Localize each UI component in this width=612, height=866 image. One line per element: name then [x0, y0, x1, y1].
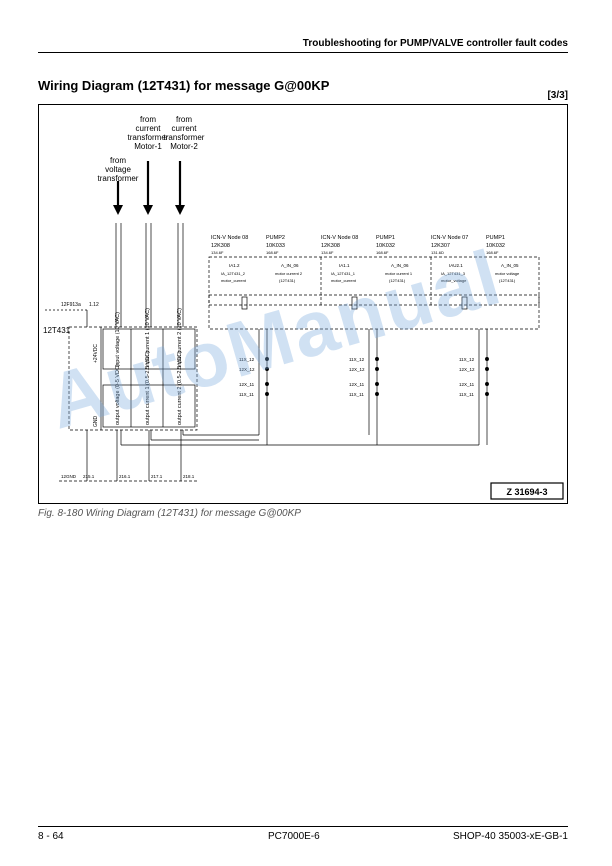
arrow-current1-icon — [143, 205, 153, 215]
node-signal: IA_12T431_2 — [221, 271, 246, 276]
node-signal: A_IN_06 — [281, 263, 299, 268]
pin-ref2: 1.12 — [89, 302, 99, 308]
node-signal: IA1.1 — [339, 263, 350, 268]
node-signal: IA1.2 — [229, 263, 240, 268]
node-label: PUMP2 — [266, 235, 285, 241]
terminal-label: 11X_12 — [459, 357, 475, 362]
resistor-icon — [241, 296, 248, 310]
module-label: 12T431 — [43, 326, 71, 335]
terminal-ref: 216.1 — [119, 474, 131, 479]
input-label: input current 2 (10 VAC) — [177, 308, 183, 367]
output-label: output current 2 (0.5-2.5 VDC) — [177, 351, 183, 425]
source-current2-text: Motor-2 — [170, 142, 198, 151]
drawing-id: Z 31694-3 — [506, 487, 547, 497]
pin-ref: 12F913a — [61, 302, 81, 308]
terminal-label: 12X_12 — [459, 367, 475, 372]
module-gnd-label: GND — [93, 416, 99, 428]
node-label: 10K033 — [266, 243, 285, 249]
node-label: 134.6F — [321, 250, 334, 255]
node-signal: motor voltage — [495, 271, 520, 276]
node-label: PUMP1 — [376, 235, 395, 241]
terminal-label: 12X_12 — [239, 367, 255, 372]
node-signal: (12T431) — [279, 278, 296, 283]
node-signal: motor_current — [221, 278, 247, 283]
terminal-label: 12X_11 — [349, 382, 365, 387]
input-label: input current 1 (10 VAC) — [145, 308, 151, 367]
node-signal: IAU2.1 — [449, 263, 463, 268]
terminal-ref: 218.1 — [183, 474, 195, 479]
source-current1-text: current — [136, 124, 162, 133]
node-label: 12K308 — [211, 243, 230, 249]
output-label: output current 1 (0.5-2.5 VDC) — [145, 351, 151, 425]
terminal-label: 11X_12 — [239, 357, 255, 362]
wiring-diagram: from voltage transformer from current tr… — [43, 115, 564, 500]
node-signal: A_IN_06 — [391, 263, 409, 268]
node-label: ICN-V Node 08 — [211, 235, 248, 241]
footer-rule — [38, 826, 568, 827]
node-label: 131.6D — [431, 250, 444, 255]
terminal-label: 11X_11 — [349, 392, 364, 397]
node-label: 168.6F — [486, 250, 499, 255]
terminal-label: 12X_12 — [349, 367, 365, 372]
node-signal: A_IN_05 — [501, 263, 519, 268]
node-signal: IA_12T431_3 — [441, 271, 466, 276]
footer-page-number: 8 - 64 — [38, 831, 64, 842]
figure-caption: Fig. 8-180 Wiring Diagram (12T431) for m… — [38, 508, 301, 519]
node-signal: motor_current — [331, 278, 357, 283]
node-label: 168.6F — [376, 250, 389, 255]
node-signal: (12T431) — [499, 278, 516, 283]
node-label: ICN-V Node 08 — [321, 235, 358, 241]
arrow-voltage-icon — [113, 205, 123, 215]
gnd-label: 12GND — [61, 474, 77, 479]
node-label: 10K032 — [486, 243, 505, 249]
node-signal: (12T431) — [389, 278, 406, 283]
footer-model: PC7000E-6 — [268, 831, 320, 842]
terminal-label: 12X_11 — [459, 382, 475, 387]
terminal-label: 11X_11 — [459, 392, 474, 397]
source-voltage-text: transformer — [98, 174, 139, 183]
source-current1-text: transformer — [128, 133, 169, 142]
terminal-label: 12X_11 — [239, 382, 255, 387]
source-current2-text: from — [176, 115, 192, 124]
running-header: Troubleshooting for PUMP/VALVE controlle… — [302, 38, 568, 49]
source-current1-text: from — [140, 115, 156, 124]
resistor-icon — [351, 296, 358, 310]
node-label: ICN-V Node 07 — [431, 235, 468, 241]
module-supply-label: +24VDC — [93, 344, 99, 363]
node-label: 12K307 — [431, 243, 450, 249]
source-current1-text: Motor-1 — [134, 142, 162, 151]
node-signal: IA_12T431_1 — [331, 271, 356, 276]
input-label: input voltage (10 VAC) — [115, 312, 121, 367]
source-voltage-text: from — [110, 156, 126, 165]
node-label: 12K308 — [321, 243, 340, 249]
source-current2-text: transformer — [164, 133, 205, 142]
terminal-ref: 217.1 — [151, 474, 163, 479]
node-signal: motor_voltage — [441, 278, 467, 283]
node-label: PUMP1 — [486, 235, 505, 241]
node-label: 10K032 — [376, 243, 395, 249]
footer-doc-id: SHOP-40 35003-xE-GB-1 — [452, 831, 568, 842]
output-label: output voltage (0-5 VDC) — [115, 364, 121, 425]
gnd-ref: 215.1 — [83, 474, 95, 479]
header-rule — [38, 52, 568, 53]
resistor-icon — [461, 296, 468, 310]
wiring-diagram-frame: from voltage transformer from current tr… — [38, 104, 568, 504]
node-signal: motor current 2 — [275, 271, 303, 276]
terminal-label: 11X_12 — [349, 357, 365, 362]
terminal-label: 11X_11 — [239, 392, 254, 397]
source-current2-text: current — [172, 124, 198, 133]
node-label: 168.6F — [266, 250, 279, 255]
page-title: Wiring Diagram (12T431) for message G@00… — [38, 78, 330, 93]
node-signal: motor current 1 — [385, 271, 413, 276]
page-marker: [3/3] — [547, 90, 568, 101]
source-voltage-text: voltage — [105, 165, 131, 174]
node-label: 134.6F — [211, 250, 224, 255]
arrow-current2-icon — [175, 205, 185, 215]
